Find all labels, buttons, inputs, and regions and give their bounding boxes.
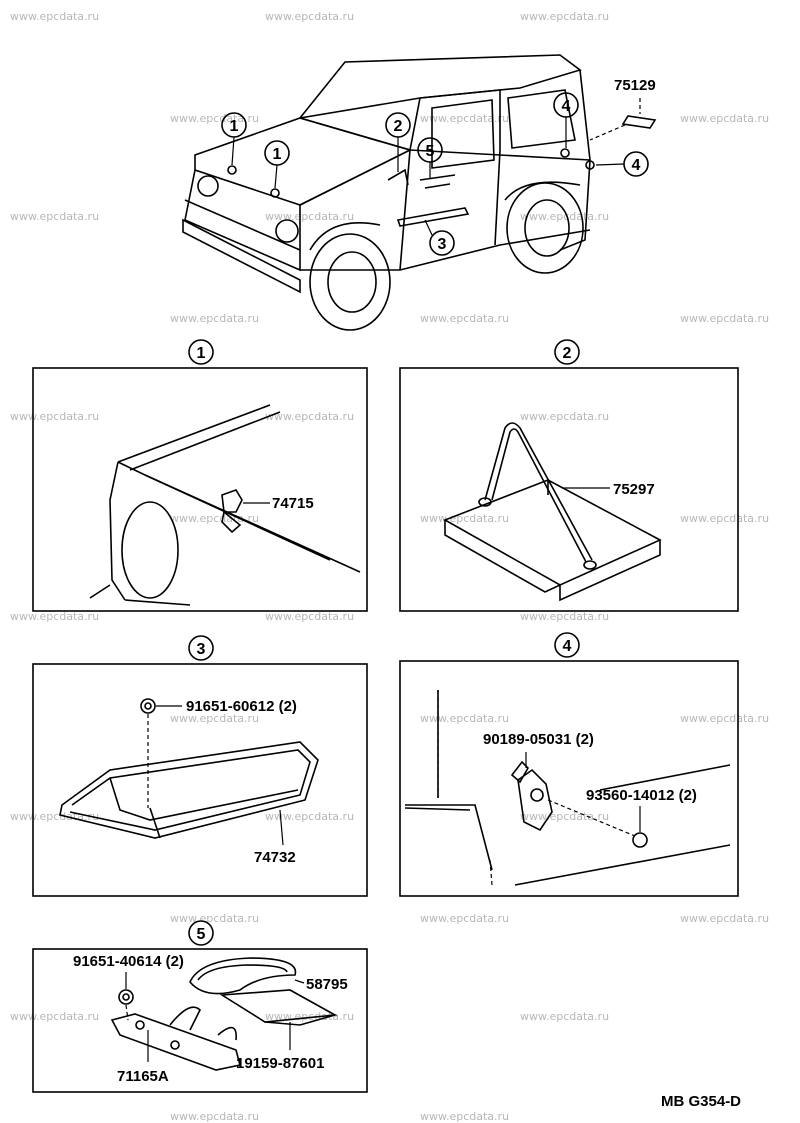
part-number-71165A: 71165A bbox=[117, 1068, 169, 1085]
watermark: www.epcdata.ru bbox=[420, 1110, 510, 1123]
watermark: www.epcdata.ru bbox=[10, 210, 100, 223]
watermark: www.epcdata.ru bbox=[520, 610, 610, 623]
watermark: www.epcdata.ru bbox=[420, 512, 510, 525]
watermark: www.epcdata.ru bbox=[265, 410, 355, 423]
watermark: www.epcdata.ru bbox=[265, 810, 355, 823]
panel-5-callout-label: 5 bbox=[197, 926, 206, 943]
watermark: www.epcdata.ru bbox=[265, 10, 355, 23]
part-number-93560-14012: 93560-14012 (2) bbox=[586, 787, 697, 804]
watermark: www.epcdata.ru bbox=[420, 312, 510, 325]
panel-3-frame bbox=[32, 663, 368, 897]
watermark: www.epcdata.ru bbox=[170, 1110, 260, 1123]
callout-1-label: 1 bbox=[273, 146, 282, 163]
callout-3-label: 3 bbox=[438, 236, 447, 253]
callout-4-label: 4 bbox=[562, 98, 571, 115]
vehicle-overview bbox=[182, 54, 657, 331]
watermark: www.epcdata.ru bbox=[170, 712, 260, 725]
watermark: www.epcdata.ru bbox=[265, 610, 355, 623]
watermark: www.epcdata.ru bbox=[170, 312, 260, 325]
panel-1-frame bbox=[32, 367, 368, 612]
panel-2-frame bbox=[399, 367, 739, 612]
watermark: www.epcdata.ru bbox=[520, 1010, 610, 1023]
part-number-19159-87601: 19159-87601 bbox=[236, 1055, 324, 1072]
panel-5-frame bbox=[32, 948, 368, 1093]
watermark: www.epcdata.ru bbox=[520, 410, 610, 423]
part-number-90189-05031: 90189-05031 (2) bbox=[483, 731, 594, 748]
watermark: www.epcdata.ru bbox=[520, 10, 610, 23]
panel-5-callout bbox=[188, 920, 214, 946]
part-number-58795: 58795 bbox=[306, 976, 348, 993]
panel-2: 2 75297 bbox=[399, 339, 739, 612]
callout-5-label: 5 bbox=[426, 143, 435, 160]
panel-2-callout bbox=[554, 339, 580, 365]
watermark: www.epcdata.ru bbox=[680, 112, 770, 125]
part-number-74732: 74732 bbox=[254, 849, 296, 866]
panel-3-callout bbox=[188, 635, 214, 661]
panel-4-callout-label: 4 bbox=[563, 638, 572, 655]
panel-3-callout-label: 3 bbox=[197, 641, 206, 658]
part-number-91651-40614: 91651-40614 (2) bbox=[73, 953, 184, 970]
panel-4-callout bbox=[554, 632, 580, 658]
panel-2-callout-label: 2 bbox=[563, 345, 572, 362]
watermark: www.epcdata.ru bbox=[680, 512, 770, 525]
part-number-74715: 74715 bbox=[272, 495, 314, 512]
panel-1-callout bbox=[188, 339, 214, 365]
watermark: www.epcdata.ru bbox=[10, 10, 100, 23]
panel-4-frame bbox=[399, 660, 739, 897]
panel-1: 1 74715 bbox=[32, 339, 368, 612]
callout-3-marker bbox=[429, 230, 455, 256]
watermark: www.epcdata.ru bbox=[680, 712, 770, 725]
watermark: www.epcdata.ru bbox=[420, 912, 510, 925]
part-number-91651-60612: 91651-60612 (2) bbox=[186, 698, 297, 715]
panel-5: 5 91651-40614 (2) 58795 71165A 19159-876… bbox=[32, 920, 368, 1093]
panel-4: 4 90189-05031 (2) 93560-14012 (2) bbox=[399, 632, 739, 897]
overview-callouts: 1 1 2 5 3 4 4 75129 bbox=[221, 77, 656, 256]
diagram-code: MB G354-D bbox=[661, 1093, 741, 1110]
watermark: www.epcdata.ru bbox=[680, 312, 770, 325]
watermark: www.epcdata.ru bbox=[420, 712, 510, 725]
panel-1-callout-label: 1 bbox=[197, 345, 206, 362]
panel-3: 3 91651-60612 (2) 74732 bbox=[32, 635, 368, 897]
callout-1-label: 1 bbox=[230, 118, 239, 135]
watermark: www.epcdata.ru bbox=[680, 912, 770, 925]
watermark: www.epcdata.ru bbox=[10, 610, 100, 623]
callout-2-label: 2 bbox=[394, 118, 403, 135]
callout-4-label: 4 bbox=[632, 157, 641, 174]
part-number-75297: 75297 bbox=[613, 481, 655, 498]
watermark: www.epcdata.ru bbox=[520, 810, 610, 823]
watermark: www.epcdata.ru bbox=[170, 112, 260, 125]
watermark: www.epcdata.ru bbox=[420, 112, 510, 125]
watermark: www.epcdata.ru bbox=[170, 912, 260, 925]
part-number-75129: 75129 bbox=[614, 77, 656, 94]
